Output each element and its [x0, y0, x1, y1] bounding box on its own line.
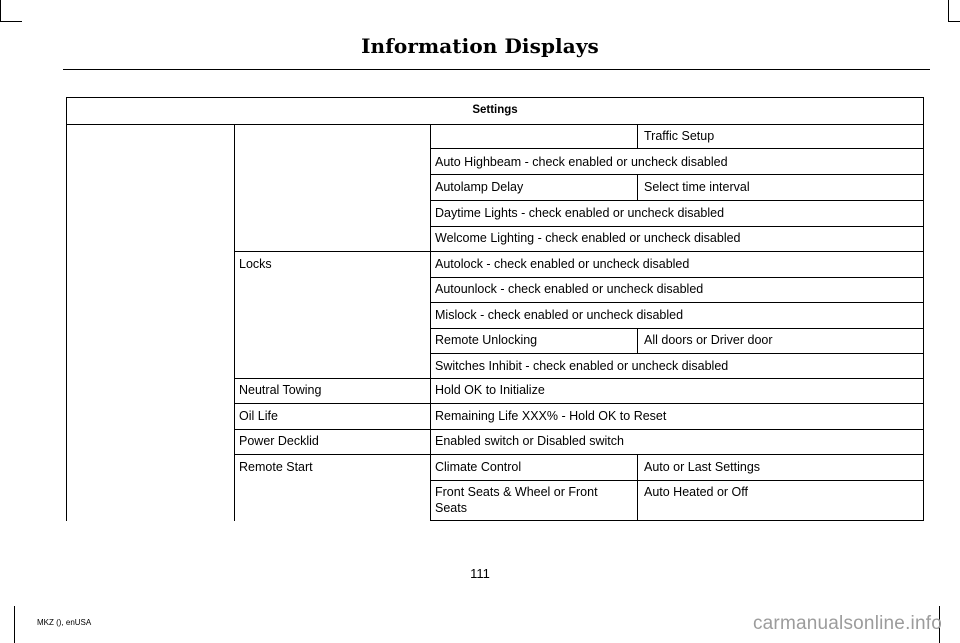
page-number: 111 [470, 566, 490, 581]
row-divider [430, 200, 924, 201]
footer-code: MKZ (), enUSA [37, 618, 92, 627]
cell-autounlock: Autounlock - check enabled or uncheck di… [435, 282, 704, 296]
row-divider [430, 328, 924, 329]
cell-auto-highbeam: Auto Highbeam - check enabled or uncheck… [435, 155, 728, 169]
row-divider [234, 454, 924, 455]
crop-mark [948, 21, 960, 22]
cell-power-decklid-value: Enabled switch or Disabled switch [435, 434, 624, 448]
row-divider [234, 429, 924, 430]
column-divider [637, 174, 638, 200]
row-divider [66, 124, 924, 125]
cell-locks: Locks [239, 257, 272, 271]
table-border-top [66, 97, 924, 98]
table-border-right [923, 97, 924, 521]
cell-switches-inhibit: Switches Inhibit - check enabled or unch… [435, 359, 729, 373]
cell-oil-life: Oil Life [239, 409, 278, 423]
row-divider [430, 277, 924, 278]
cell-welcome-lighting: Welcome Lighting - check enabled or unch… [435, 231, 741, 245]
cell-front-seats-value: Auto Heated or Off [644, 485, 748, 499]
row-divider [430, 302, 924, 303]
page-title: Information Displays [361, 34, 599, 58]
cell-autolamp-delay-value: Select time interval [644, 180, 750, 194]
column-divider [637, 328, 638, 353]
row-divider [234, 403, 924, 404]
row-divider [234, 378, 924, 379]
table-border-left [66, 97, 67, 521]
column-divider [637, 124, 638, 149]
header-rule [63, 69, 930, 70]
cell-mislock: Mislock - check enabled or uncheck disab… [435, 308, 684, 322]
settings-table: Settings Traffic Setup Auto Highbeam - c… [66, 97, 924, 521]
cell-front-seats: Front Seats & Wheel or Front Seats [435, 485, 598, 515]
row-divider [430, 480, 924, 481]
cell-climate-control-value: Auto or Last Settings [644, 460, 761, 474]
column-divider [430, 124, 431, 521]
cell-daytime-lights: Daytime Lights - check enabled or unchec… [435, 206, 725, 220]
cell-oil-life-value: Remaining Life XXX% - Hold OK to Reset [435, 409, 667, 423]
column-divider [234, 124, 235, 521]
table-heading: Settings [472, 104, 518, 116]
row-divider [430, 226, 924, 227]
row-divider [430, 353, 924, 354]
crop-mark [939, 606, 940, 643]
row-divider [430, 174, 924, 175]
cell-remote-unlocking: Remote Unlocking [435, 333, 538, 347]
cell-neutral-towing: Neutral Towing [239, 383, 322, 397]
cell-remote-start: Remote Start [239, 460, 313, 474]
row-divider [234, 251, 924, 252]
cell-autolamp-delay: Autolamp Delay [435, 180, 524, 194]
cell-power-decklid: Power Decklid [239, 434, 319, 448]
table-border-bottom [430, 520, 924, 521]
cell-neutral-towing-value: Hold OK to Initialize [435, 383, 545, 397]
crop-mark [0, 21, 22, 22]
cell-autolock: Autolock - check enabled or uncheck disa… [435, 257, 690, 271]
crop-mark [14, 606, 15, 643]
column-divider [637, 454, 638, 521]
crop-mark [948, 0, 949, 22]
cell-remote-unlocking-value: All doors or Driver door [644, 333, 773, 347]
crop-mark [0, 0, 1, 22]
cell-climate-control: Climate Control [435, 460, 522, 474]
cell-traffic-setup: Traffic Setup [644, 129, 715, 143]
watermark: carmanualsonline.info [752, 613, 942, 634]
row-divider [430, 148, 924, 149]
